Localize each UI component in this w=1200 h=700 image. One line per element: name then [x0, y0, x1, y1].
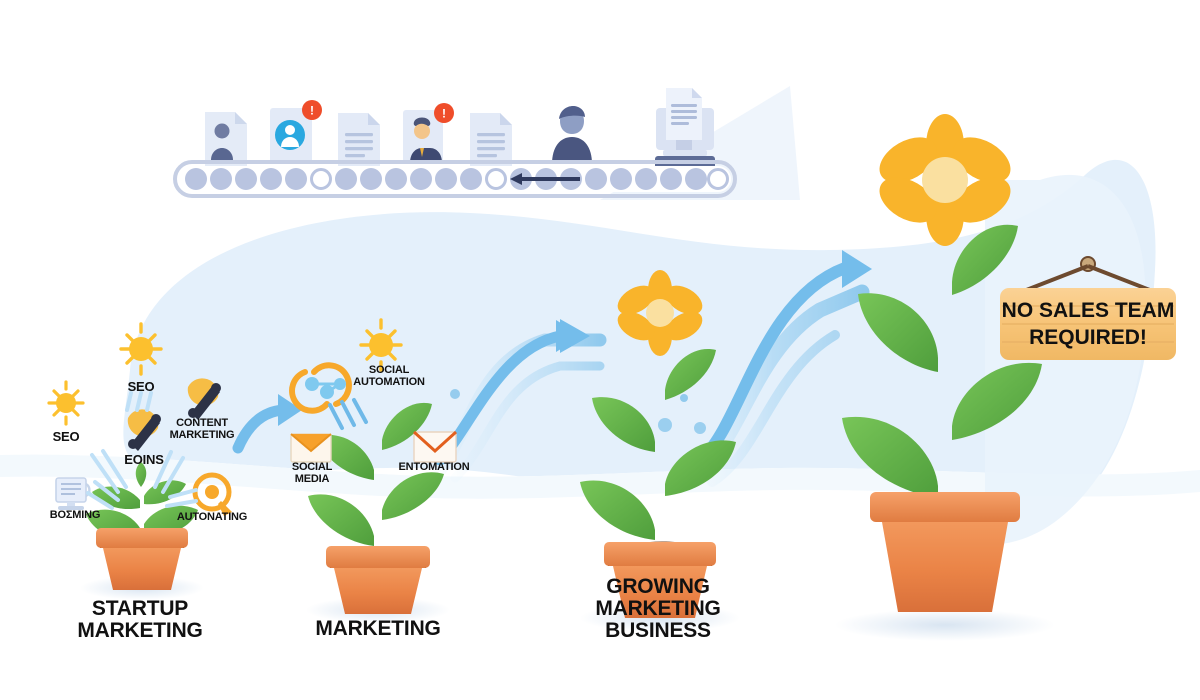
conveyor-belt — [173, 160, 737, 198]
rocket-icon — [127, 409, 161, 451]
water-rays — [328, 398, 368, 430]
document-person-card — [205, 112, 247, 168]
stage-caption-marketing: MARKETING — [315, 617, 441, 640]
belt-direction-arrow — [510, 173, 580, 185]
user-profile-card: ! — [270, 100, 322, 164]
network-icon — [289, 362, 352, 414]
icon-label-social-media: SOCIAL MEDIA — [291, 461, 333, 485]
stage-arrow-1 — [232, 394, 302, 454]
flower-head — [879, 114, 1011, 246]
icon-label-seo-1: SEO — [52, 429, 80, 444]
icon-label-botming: BOΣMING — [49, 509, 101, 521]
sign-line-1: NO SALES TEAM — [1001, 299, 1175, 322]
stage-caption-growing-marketing-business: GROWING MARKETING BUSINESS — [595, 575, 721, 643]
sun-icon — [359, 318, 403, 372]
envelope-icon — [412, 430, 458, 463]
icon-label-social-automation: SOCIAL AUTOMATION — [353, 364, 425, 388]
plant-marketing — [306, 395, 450, 623]
document-lines-card — [470, 113, 512, 170]
water-rays — [86, 391, 198, 510]
svg-text:!: ! — [310, 104, 314, 118]
plant-growing-business — [580, 270, 740, 632]
person-figure — [552, 106, 592, 164]
no-sales-team-sign — [1000, 256, 1176, 360]
icon-label-seo-2: SEO — [127, 379, 155, 394]
sun-icon — [119, 322, 163, 376]
document-person-card: ! — [403, 103, 454, 164]
stage-caption-startup-marketing: STARTUP MARKETING — [77, 597, 203, 643]
document-lines-card — [338, 113, 380, 170]
flower-head — [617, 270, 703, 356]
icon-label-autonating: AUTONATING — [176, 511, 248, 523]
icon-label-eoins: EOINS — [124, 452, 164, 467]
icon-label-content-marketing: CONTENT MARKETING — [169, 417, 235, 441]
conveyor-assembly: ! ! — [173, 86, 800, 200]
envelope-icon — [290, 433, 332, 463]
rocket-icon — [187, 378, 221, 420]
sun-icon — [47, 380, 85, 426]
sign-line-2: REQUIRED! — [1029, 326, 1147, 349]
plant-mature-business — [835, 114, 1055, 641]
svg-text:!: ! — [442, 107, 446, 121]
monitor-icon — [55, 477, 91, 510]
icon-label-entomation: ENTOMATION — [398, 461, 470, 473]
